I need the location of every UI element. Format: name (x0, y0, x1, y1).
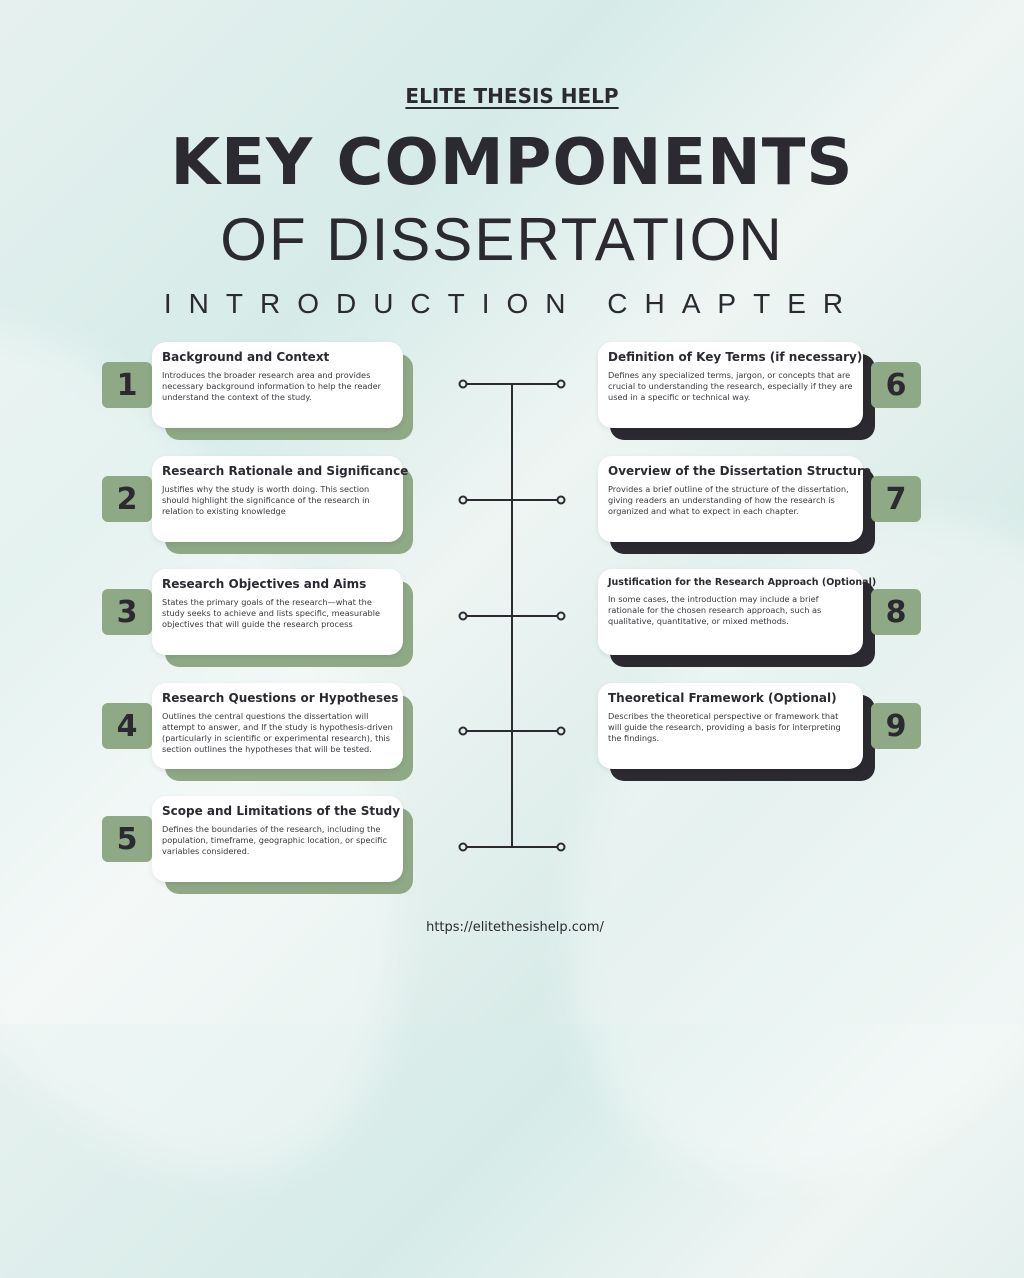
card-title: Definition of Key Terms (if necessary) (608, 350, 863, 364)
component-card: Justification for the Research Approach … (598, 569, 877, 655)
component-card: Definition of Key Terms (if necessary) D… (598, 342, 863, 428)
card-title: Research Rationale and Significance (162, 464, 409, 478)
number-badge: 6 (871, 362, 921, 408)
component-card: Scope and Limitations of the Study Defin… (152, 796, 403, 882)
card-description: Introduces the broader research area and… (162, 370, 382, 403)
number-badge: 2 (102, 476, 152, 522)
page-subtitle: INTRODUCTION CHAPTER (163, 288, 861, 319)
number-badge: 3 (102, 589, 152, 635)
component-card: Overview of the Dissertation Structure P… (598, 456, 872, 542)
card-description: Defines any specialized terms, jargon, o… (608, 370, 853, 403)
card-description: Justifies why the study is worth doing. … (162, 484, 370, 517)
card-title: Research Objectives and Aims (162, 577, 367, 591)
component-card: Research Rationale and Significance Just… (152, 456, 409, 542)
card-title: Background and Context (162, 350, 330, 364)
timeline (458, 379, 566, 852)
card-title: Scope and Limitations of the Study (162, 804, 401, 818)
number-badge: 7 (871, 476, 921, 522)
card-description: States the primary goals of the research… (162, 597, 381, 630)
website-link[interactable]: https://elitethesishelp.com/ (426, 920, 604, 935)
number-badge: 8 (871, 589, 921, 635)
component-card: Theoretical Framework (Optional) Describ… (598, 683, 863, 769)
card-description: In some cases, the introduction may incl… (608, 594, 822, 627)
card-description: Outlines the central questions the disse… (162, 711, 393, 755)
number-badge: 5 (102, 816, 152, 862)
page-title-line2: OF DISSERTATION (220, 206, 784, 273)
page-title: KEY COMPONENTS (170, 126, 854, 200)
number-badge: 1 (102, 362, 152, 408)
number-badge: 4 (102, 703, 152, 749)
card-title: Overview of the Dissertation Structure (608, 464, 872, 478)
component-card: Research Questions or Hypotheses Outline… (152, 683, 403, 769)
number-badge: 9 (871, 703, 921, 749)
card-title: Research Questions or Hypotheses (162, 691, 399, 705)
component-card: Research Objectives and Aims States the … (152, 569, 403, 655)
card-title: Theoretical Framework (Optional) (608, 691, 837, 705)
card-description: Provides a brief outline of the structur… (608, 484, 849, 517)
brand-name: ELITE THESIS HELP (405, 84, 619, 108)
card-description: Defines the boundaries of the research, … (162, 824, 387, 857)
card-title: Justification for the Research Approach … (608, 577, 877, 588)
component-card: Background and Context Introduces the br… (152, 342, 403, 428)
card-description: Describes the theoretical perspective or… (608, 711, 841, 744)
